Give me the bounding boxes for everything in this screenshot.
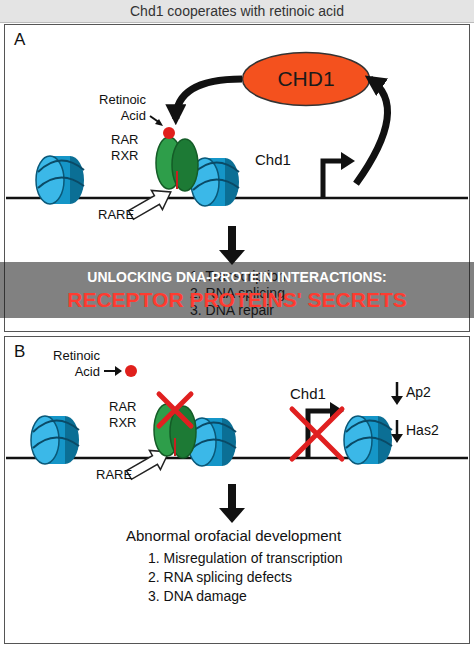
outcome-item: 1. Misregulation of transcription [148,550,343,567]
inhibition-cross [292,409,342,459]
node-text: RAR [109,400,136,415]
node-text: A [14,30,25,50]
outcome-item: 2. RNA splicing defects [148,569,292,586]
curved-arrow [356,79,388,184]
outcome-item: 3. DNA damage [148,588,247,605]
ligand-label: Retinoic Acid [38,348,100,380]
dna-binding-line [176,171,178,189]
nucleosome [344,416,392,464]
figure-title: Chd1 cooperates with retinoic acid [130,3,344,19]
node-text: Chd1 [255,151,291,168]
receptor-complex: RARRXR [111,119,201,191]
element-label: RARE [98,207,134,223]
curved-arrow [176,79,242,119]
retinoic-acid-dot [163,127,175,139]
banner-text: RECEPTOR PROTEINS' SECRETS [0,288,474,312]
outcome-heading: Abnormal orofacial development [126,528,341,544]
dna-strand [6,457,468,460]
receptor-complex: RARRXR [109,386,199,458]
node-text: RAR [111,133,138,148]
down-arrow [228,484,236,508]
node-text: Chd1 [290,385,326,402]
decrease-arrowhead [391,434,403,443]
nucleosome [31,416,79,464]
gene-label: Ap2 [406,384,431,401]
dna-binding-line [174,438,176,456]
promoter-arrowhead [341,152,355,170]
nucleosome [36,156,84,204]
ligand-arrowhead [115,366,122,376]
node-text: RXR [111,149,138,164]
down-arrowhead [219,508,245,523]
protein-ellipse: CHD1 [241,51,371,107]
decrease-arrow [396,420,399,434]
ligand-arrowhead [155,119,163,126]
retinoic-acid-dot [125,365,137,377]
title-bar: Chd1 cooperates with retinoic acid [0,0,474,23]
inhibition-cross [159,394,191,426]
node-text: B [14,342,25,362]
watermark-banner: UNLOCKING DNA-PROTEIN INTERACTIONS: RECEP… [0,262,474,318]
protein-outline [243,53,370,106]
gene-promoter: Chd1 [286,381,348,463]
gene-label: Has2 [406,422,439,439]
down-arrow [228,226,236,250]
banner-text: UNLOCKING DNA-PROTEIN INTERACTIONS: [0,269,474,285]
node-text: CHD1 [277,67,334,91]
gene-promoter: Chd1 [251,149,356,205]
element-label: RARE [96,467,132,483]
decrease-arrowhead [391,396,403,405]
rxr-oval [172,139,198,191]
decrease-arrow [396,382,399,396]
node-text: RXR [109,416,136,431]
ligand-label: Retinoic Acid [86,92,146,124]
promoter-arrow [323,161,343,199]
